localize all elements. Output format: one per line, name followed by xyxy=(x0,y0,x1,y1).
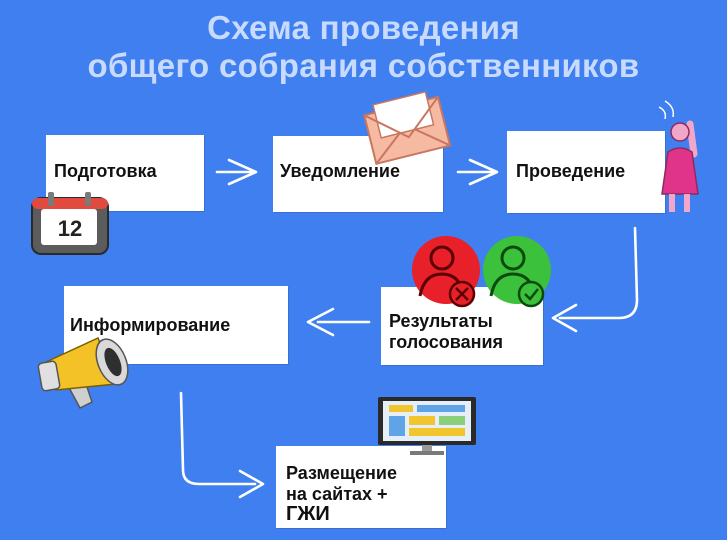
vote-for-icon xyxy=(483,236,551,308)
arrow-preparation-to-notification xyxy=(215,158,258,186)
step-label-posting-3: ГЖИ xyxy=(286,503,330,525)
calendar-day: 12 xyxy=(58,216,82,241)
vote-against-icon xyxy=(412,236,480,308)
step-label-notification: Уведомление xyxy=(280,161,401,181)
calendar-icon xyxy=(31,192,109,255)
step-label-results-2: голосования xyxy=(389,332,504,352)
step-label-posting-2: на сайтах + xyxy=(286,484,388,504)
arrow-results-to-informing xyxy=(306,307,371,337)
envelope-icon xyxy=(363,90,452,166)
step-label-posting-1: Размещение xyxy=(286,463,397,483)
raised-hand-person-icon xyxy=(661,120,699,212)
step-label-informing: Информирование xyxy=(70,315,231,335)
step-box-posting xyxy=(276,446,446,528)
arrow-conduct-to-results xyxy=(551,226,639,333)
megaphone-icon xyxy=(37,336,129,409)
arrow-informing-to-posting xyxy=(179,391,265,499)
raise-lines-icon xyxy=(658,100,675,120)
step-label-conduct: Проведение xyxy=(516,161,626,181)
step-box-conduct xyxy=(507,131,665,213)
step-label-preparation: Подготовка xyxy=(54,161,157,181)
step-label-results-1: Результаты xyxy=(389,311,493,331)
monitor-icon xyxy=(378,397,476,455)
title-line-2: общего собрания собственников xyxy=(87,47,640,84)
title-line-1: Схема проведения xyxy=(207,9,520,46)
arrow-notification-to-conduct xyxy=(456,158,499,186)
